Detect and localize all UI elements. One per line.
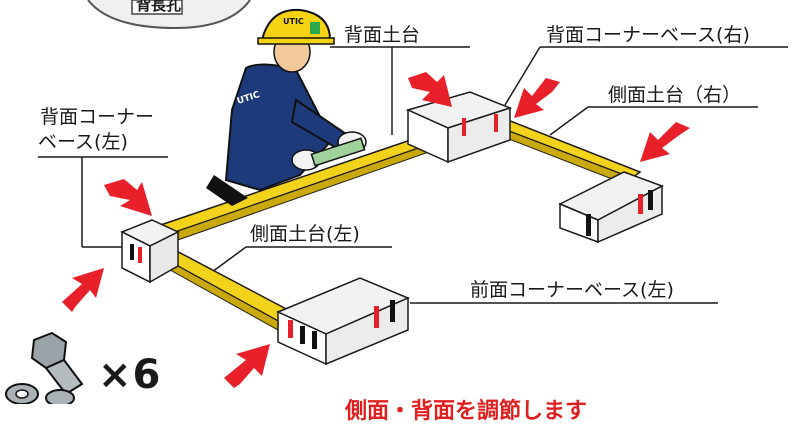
badge-label: 背長孔 [136,0,182,14]
label-back-corner-right: 背面コーナーベース(右) [546,24,750,46]
arrow-icon [408,72,452,107]
leader-lines [38,46,788,304]
worker-figure [206,8,367,206]
arrow-icon [104,179,152,216]
label-back-corner-left-line2: ベース(左) [38,131,128,153]
arrow-icon [62,268,104,312]
corner-base-back-left [120,219,180,284]
label-side-base-left: 側面土台(左) [250,223,360,245]
badge-circle [87,0,251,30]
arrow-icon [640,122,690,162]
arrow-icon [514,78,560,118]
helmet-logo-text: UTIC [283,17,304,26]
bolt-icon [5,331,84,404]
arrow-icon [224,344,270,388]
corner-base-front-left [276,277,410,366]
arrows [62,72,690,388]
label-back-base: 背面土台 [344,24,421,46]
corner-base-front-right [558,171,664,244]
assembly-diagram: UTIC UTIC [5,0,788,404]
bolt-quantity: ×6 [98,352,162,398]
label-back-corner-left-line1: 背面コーナー [40,106,155,128]
label-front-corner-left: 前面コーナーベース(左) [470,279,674,301]
label-side-base-right: 側面土台（右） [608,84,742,106]
corner-base-back-right [405,91,513,164]
footer-caption: 側面・背面を調節します [345,399,588,424]
